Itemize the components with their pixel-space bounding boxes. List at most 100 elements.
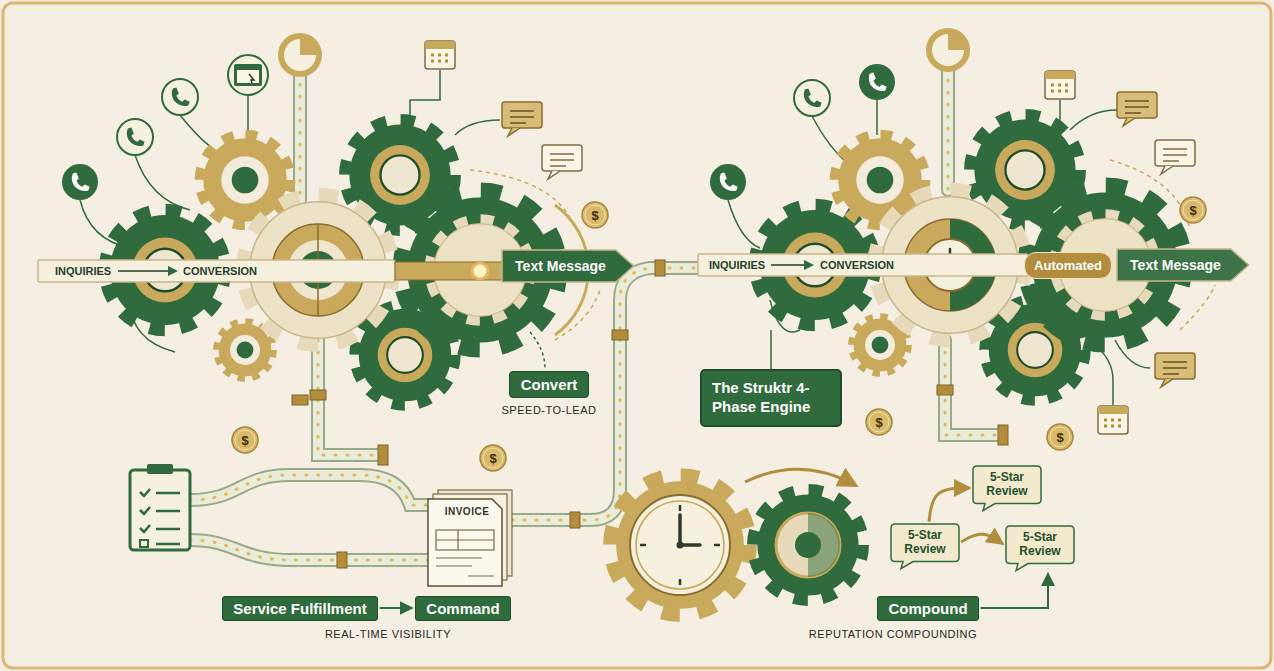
bubble-outline bbox=[891, 524, 959, 569]
leader-lines-part bbox=[1070, 110, 1117, 130]
arrow-outline bbox=[1117, 249, 1249, 281]
band-left-part bbox=[395, 262, 505, 280]
icons-right-part bbox=[1045, 71, 1075, 99]
caption-label: REPUTATION COMPOUNDING bbox=[806, 627, 980, 641]
phase-tag: Compound bbox=[877, 596, 978, 621]
gears-bottom-part bbox=[636, 501, 724, 589]
pipes-part-part bbox=[190, 475, 430, 505]
process-box: The Struktr 4-Phase Engine bbox=[700, 369, 842, 427]
icons-left-part bbox=[582, 202, 608, 228]
node-text: Text Message bbox=[1117, 249, 1249, 281]
gears-bottom-part bbox=[630, 495, 730, 595]
speech-bubble: 5-Star Review bbox=[1006, 526, 1074, 571]
node-text: The Struktr 4-Phase Engine bbox=[712, 379, 830, 417]
gears-bottom-part bbox=[613, 478, 746, 611]
pipe-joints-part bbox=[612, 330, 628, 340]
icons-right-part bbox=[710, 164, 746, 200]
connector-arrow bbox=[961, 534, 1003, 544]
band-left bbox=[38, 260, 505, 282]
gears-bottom bbox=[613, 469, 861, 611]
dashed-arcs-part bbox=[1180, 285, 1215, 330]
icons-right-part bbox=[1155, 140, 1195, 174]
coin-symbol: $ bbox=[591, 208, 598, 223]
tag-pill: Automated bbox=[1024, 252, 1112, 279]
pipes-part-part bbox=[943, 68, 953, 190]
icons-right-part bbox=[869, 72, 887, 91]
band-left-part bbox=[118, 270, 176, 272]
icons-right-part bbox=[804, 88, 822, 107]
band-right bbox=[698, 254, 1028, 276]
caption-label: REAL-TIME VISIBILITY bbox=[322, 627, 454, 641]
icons-right-part bbox=[1047, 424, 1073, 450]
gears-bottom-part bbox=[776, 513, 840, 577]
icons-left-part bbox=[542, 145, 582, 179]
clipboard-part bbox=[140, 489, 150, 532]
gears-bottom-part bbox=[677, 542, 684, 549]
gears-bottom-part bbox=[755, 492, 861, 598]
icons-right-part bbox=[929, 31, 967, 69]
doc-shape bbox=[428, 490, 512, 586]
node-text: 5-Star Review bbox=[899, 529, 951, 557]
coin-symbol: $ bbox=[489, 451, 496, 466]
icons-right-part bbox=[859, 64, 895, 100]
icons-left-part bbox=[232, 427, 258, 453]
coin-symbol: $ bbox=[241, 433, 248, 448]
icons-left-part bbox=[480, 445, 506, 471]
icons-right-part bbox=[720, 172, 738, 191]
clipboard-part bbox=[156, 543, 180, 546]
icons-left-part bbox=[237, 70, 259, 83]
gears-left-part bbox=[201, 136, 288, 223]
dashed-arcs-part bbox=[555, 290, 600, 340]
bubble-outline bbox=[1006, 526, 1074, 571]
pipes-part-part bbox=[190, 540, 430, 560]
icons-right-part bbox=[866, 409, 892, 435]
leader-lines-part bbox=[876, 100, 878, 135]
pipes-part-part bbox=[941, 68, 955, 190]
icons-left-part bbox=[172, 87, 190, 106]
leader-lines-part bbox=[728, 200, 760, 248]
gears-bottom-part bbox=[640, 505, 720, 585]
icons-right bbox=[710, 31, 1206, 450]
pipes-part-part bbox=[190, 540, 430, 560]
pipes-part-part bbox=[299, 72, 302, 200]
pipe-joints-part bbox=[292, 395, 308, 405]
node-text: INVOICE bbox=[428, 490, 512, 517]
icons-left-part bbox=[300, 38, 317, 55]
icons-right-part bbox=[1155, 353, 1195, 387]
band-label: CONVERSION bbox=[820, 259, 894, 271]
node-text: 5-Star Review bbox=[1014, 531, 1066, 559]
node-text: Automated bbox=[1024, 252, 1112, 279]
node-text: Service Fulfillment bbox=[222, 596, 377, 621]
icons-left-part bbox=[234, 64, 262, 86]
icons-left-part bbox=[425, 41, 455, 69]
band-label: INQUIRIES bbox=[709, 259, 765, 271]
arrow-outline bbox=[502, 250, 634, 282]
coin-symbol: $ bbox=[1189, 203, 1196, 218]
pipe-joints-part bbox=[310, 390, 326, 400]
node-text: Text Message bbox=[502, 250, 634, 282]
pipes-part bbox=[190, 68, 1000, 560]
pipe-joints-part bbox=[337, 552, 347, 568]
speech-bubble: 5-Star Review bbox=[891, 524, 959, 569]
pipes-part bbox=[190, 68, 1000, 560]
node-text: Command bbox=[415, 596, 510, 621]
node-text: Compound bbox=[877, 596, 978, 621]
clipboard-part bbox=[130, 470, 190, 550]
icons-right-part bbox=[794, 80, 830, 116]
node-text: Convert bbox=[509, 371, 590, 398]
connector-arrow bbox=[981, 573, 1048, 608]
pipes-part bbox=[190, 68, 1000, 560]
pipes-part-part bbox=[295, 72, 305, 200]
clipboard-part bbox=[147, 464, 173, 474]
icons-left-part bbox=[62, 164, 98, 200]
leader-lines-part bbox=[455, 120, 500, 135]
coin-symbol: $ bbox=[875, 415, 882, 430]
phase-tag: Command bbox=[415, 596, 510, 621]
icons-left-part bbox=[249, 74, 254, 83]
pipe-joints-part bbox=[937, 385, 953, 395]
connector-arrow bbox=[929, 488, 970, 522]
gears-bottom-part bbox=[795, 532, 821, 558]
icons-left-part bbox=[162, 79, 198, 115]
